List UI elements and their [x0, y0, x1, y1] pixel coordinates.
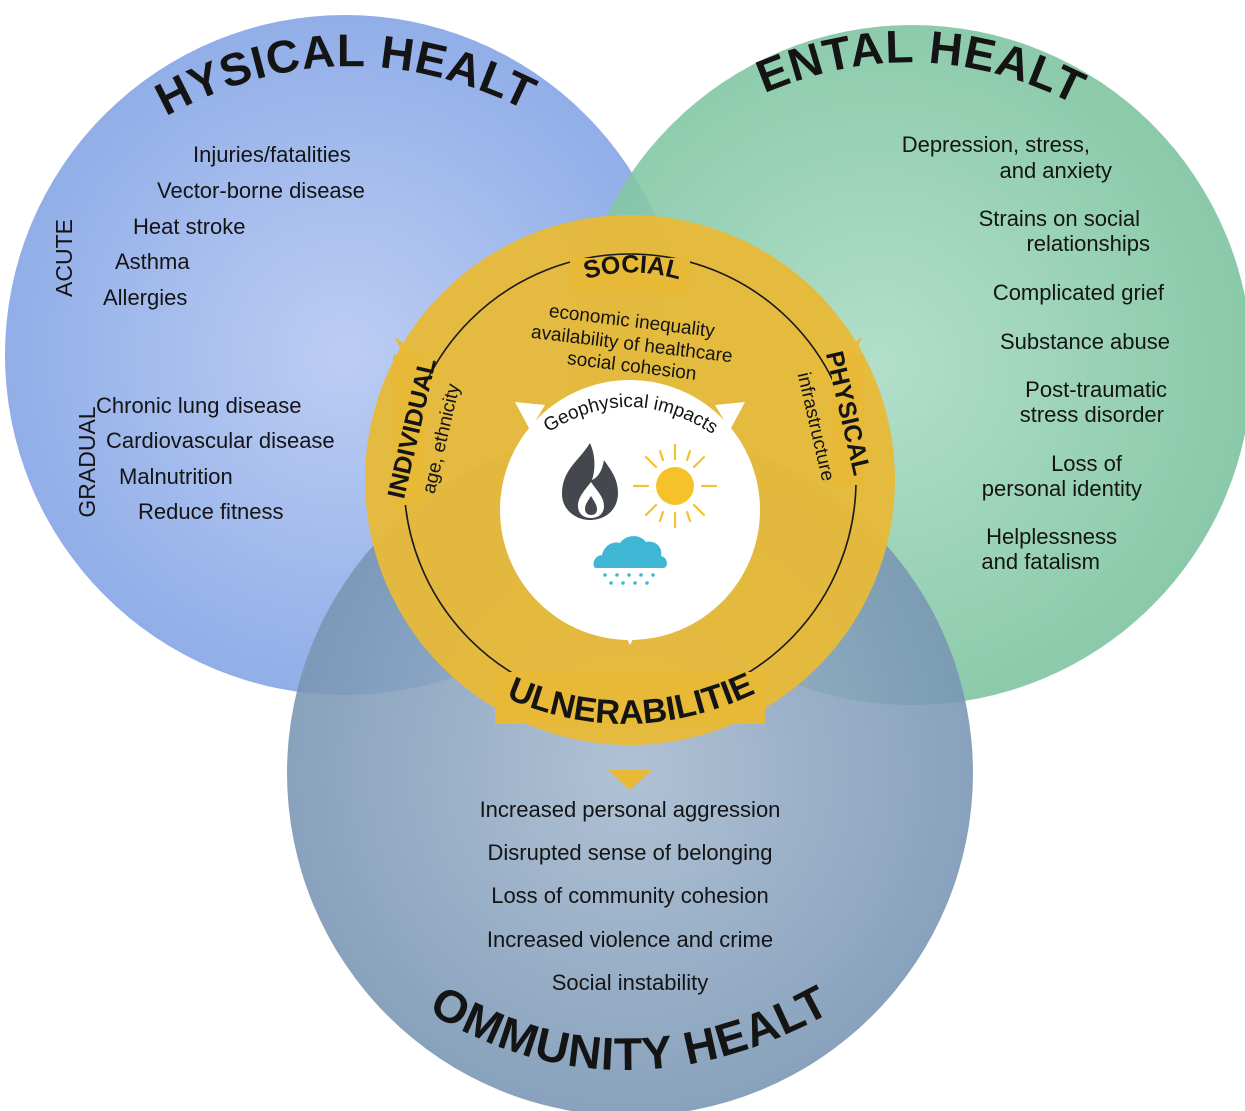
social-title-backdrop: [570, 258, 690, 292]
mental-item: stress disorder: [1020, 402, 1164, 427]
mental-item: Complicated grief: [993, 280, 1165, 305]
acute-item: Heat stroke: [133, 214, 246, 239]
mental-item: Depression, stress,: [902, 132, 1090, 157]
vulnerabilities-title-backdrop: [495, 672, 765, 724]
gradual-item: Cardiovascular disease: [106, 428, 335, 453]
fire-icon: [562, 443, 618, 520]
community-item: Disrupted sense of belonging: [488, 840, 773, 865]
gradual-item: Reduce fitness: [138, 499, 284, 524]
acute-item: Asthma: [115, 249, 190, 274]
acute-label: ACUTE: [51, 219, 77, 297]
mental-item: Strains on social: [979, 206, 1140, 231]
community-item: Social instability: [552, 970, 709, 995]
mental-item: Loss of: [1051, 451, 1123, 476]
individual-title-backdrop: [393, 355, 425, 505]
rain-cloud-icon: [593, 536, 667, 585]
mental-item: personal identity: [982, 476, 1142, 501]
community-item: Increased violence and crime: [487, 927, 773, 952]
mental-item: relationships: [1026, 231, 1150, 256]
gradual-item: Chronic lung disease: [96, 393, 301, 418]
acute-item: Injuries/fatalities: [193, 142, 351, 167]
mental-item: Post-traumatic: [1025, 377, 1167, 402]
gradual-label: GRADUAL: [74, 406, 100, 517]
acute-item: Vector-borne disease: [157, 178, 365, 203]
mental-item: Helplessness: [986, 524, 1117, 549]
mental-item: Substance abuse: [1000, 329, 1170, 354]
acute-item: Allergies: [103, 285, 187, 310]
community-item: Increased personal aggression: [480, 797, 781, 822]
physical-vuln-title-backdrop: [832, 355, 864, 485]
geophysical-impacts-center: [500, 380, 760, 645]
mental-item: and fatalism: [981, 549, 1100, 574]
community-item: Loss of community cohesion: [491, 883, 769, 908]
mental-item: and anxiety: [999, 158, 1112, 183]
sun-icon: [632, 443, 718, 529]
gradual-item: Malnutrition: [119, 464, 233, 489]
